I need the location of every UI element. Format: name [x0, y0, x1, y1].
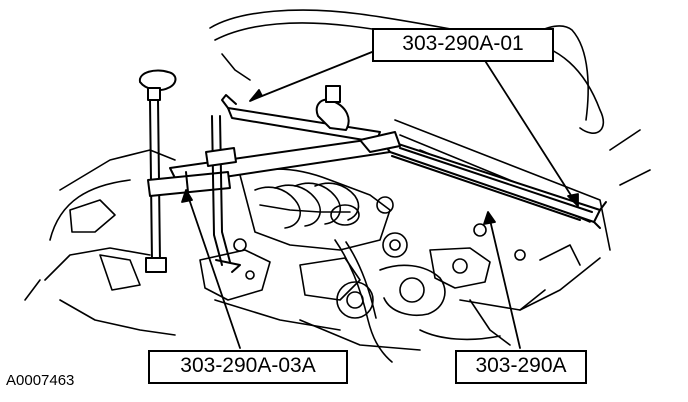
engine-lower — [199, 223, 581, 363]
lift-rod-303-290A-03A — [138, 69, 241, 273]
intake-manifold — [239, 168, 408, 258]
callout-303-290A-03A: 303-290A-03A — [148, 350, 348, 384]
figure-id: A0007463 — [6, 372, 75, 389]
fender-outline — [24, 149, 176, 336]
cowl-outline — [394, 119, 651, 311]
callout-303-290A-01: 303-290A-01 — [372, 28, 554, 62]
lift-bracket-303-290A-01 — [221, 85, 381, 143]
callout-303-290A: 303-290A — [455, 350, 587, 384]
leader-lines — [181, 51, 579, 349]
